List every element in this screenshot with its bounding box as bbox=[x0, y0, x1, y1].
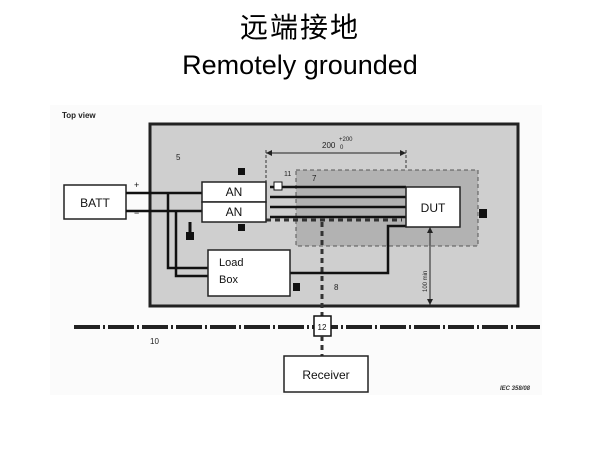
dut-label: DUT bbox=[421, 201, 446, 215]
ref-12-label: 12 bbox=[318, 323, 327, 332]
dim-100-label: 100 min bbox=[423, 271, 429, 292]
load-box-to-dut bbox=[290, 224, 406, 275]
ref-11-label: 11 bbox=[284, 171, 291, 178]
dut-box bbox=[405, 186, 461, 228]
dim-100-arrow-top bbox=[427, 227, 433, 233]
iec-reference: IEC 358/08 bbox=[500, 386, 531, 392]
load-box-label-line1: Load bbox=[219, 257, 243, 269]
battery-label: BATT bbox=[80, 196, 110, 210]
slide-title-english: Remotely grounded bbox=[182, 50, 418, 80]
ref-8-label: 8 bbox=[334, 283, 339, 292]
receiver-label: Receiver bbox=[302, 368, 349, 382]
load-box-label-line2: Box bbox=[219, 274, 238, 286]
an-ground-marker bbox=[186, 232, 194, 240]
dim-200-tol-zero: 0 bbox=[340, 145, 344, 151]
receiver-box bbox=[283, 355, 369, 393]
battery-plus: + bbox=[134, 180, 139, 190]
dim-200-arrow-right bbox=[400, 150, 406, 156]
dut-ground-marker bbox=[479, 209, 487, 218]
dim-200-label: 200 bbox=[322, 141, 336, 150]
an-bottom-label: AN bbox=[226, 205, 243, 219]
top-view-label: Top view bbox=[62, 111, 96, 120]
ref-7-label: 7 bbox=[312, 174, 317, 183]
dim-200-arrow-left bbox=[266, 150, 272, 156]
slide-title-chinese: 远端接地 bbox=[239, 11, 360, 44]
load-box-feed-1 bbox=[166, 193, 208, 270]
load-box-feed-2 bbox=[174, 211, 208, 278]
an-top-label: AN bbox=[226, 185, 243, 199]
ref-5-label: 5 bbox=[176, 153, 181, 162]
battery-minus: − bbox=[134, 208, 139, 218]
measurement-port-11 bbox=[273, 181, 283, 191]
dim-100-arrow-bottom bbox=[427, 299, 433, 305]
an-bottom-marker bbox=[238, 224, 245, 231]
artificial-network-bottom bbox=[201, 201, 267, 223]
dim-200-tol-plus: +200 bbox=[339, 137, 353, 143]
an-top-marker bbox=[238, 168, 245, 175]
load-box bbox=[207, 249, 291, 297]
load-box-ground-marker bbox=[293, 283, 300, 291]
battery-box bbox=[63, 184, 127, 220]
ref-10-label: 10 bbox=[150, 337, 159, 346]
